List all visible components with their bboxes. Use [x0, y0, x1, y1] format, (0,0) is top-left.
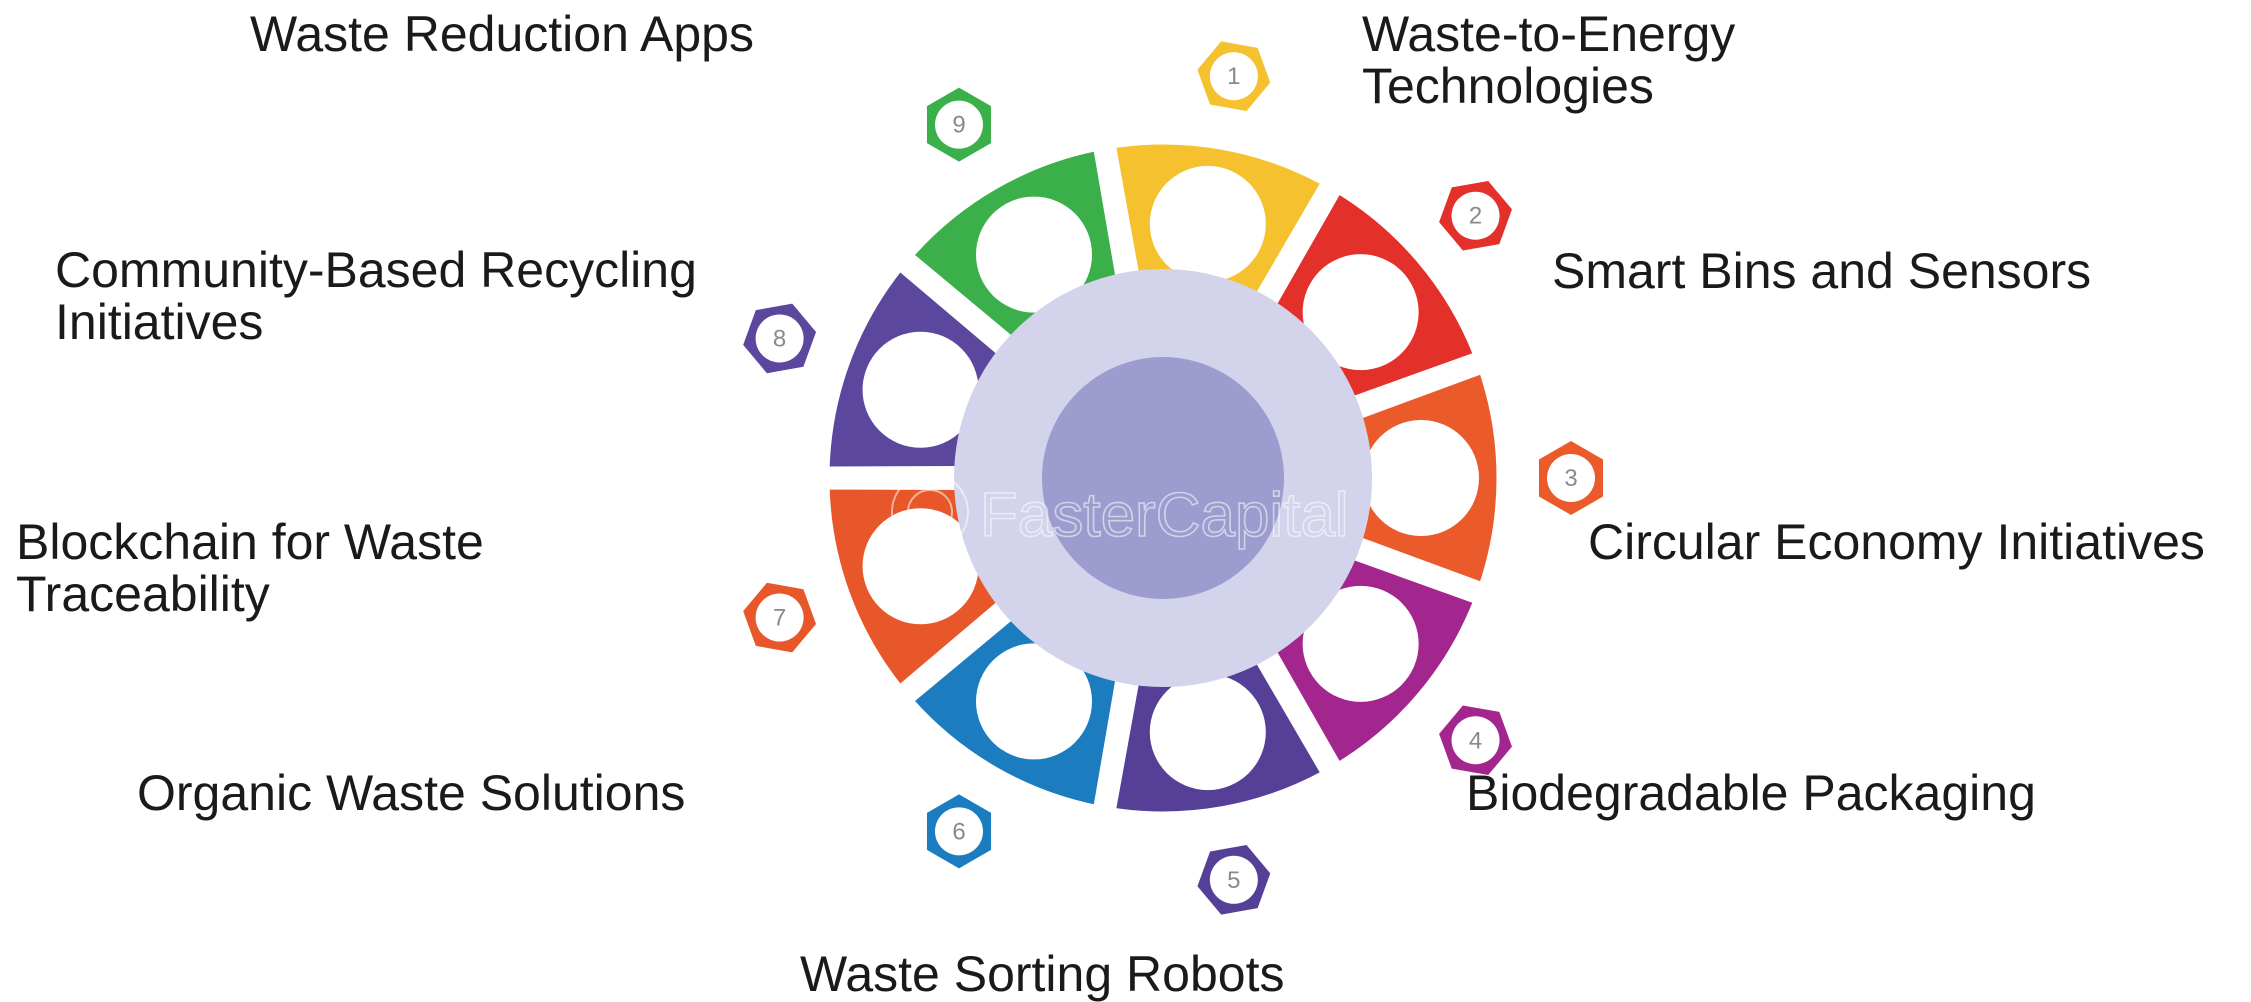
- number-label: 4: [1469, 727, 1482, 754]
- petal-3: 3: [1319, 371, 1604, 585]
- petal-hole: [862, 331, 979, 448]
- petal-hole: [1302, 254, 1419, 371]
- number-badge: [1547, 454, 1595, 502]
- number-label: 2: [1469, 203, 1482, 230]
- number-badge: [1209, 855, 1258, 904]
- label-item-9: Waste Reduction Apps: [250, 6, 754, 62]
- number-badge: [1451, 191, 1500, 240]
- petal-hole: [1302, 585, 1419, 702]
- label-item-7: Blockchain for Waste Traceability: [16, 514, 484, 622]
- petal-hole: [862, 508, 979, 625]
- number-label: 5: [1227, 867, 1240, 894]
- number-label: 6: [952, 818, 965, 845]
- label-item-8: Community-Based Recycling Initiatives: [55, 242, 697, 350]
- label-item-5: Waste Sorting Robots: [800, 946, 1285, 1002]
- label-item-6: Organic Waste Solutions: [137, 765, 686, 821]
- number-label: 3: [1564, 465, 1577, 492]
- label-item-3: Circular Economy Initiatives: [1588, 514, 2205, 570]
- petal-4: 4: [1253, 542, 1512, 776]
- number-badge: [1451, 716, 1500, 765]
- label-item-4: Biodegradable Packaging: [1466, 765, 2036, 821]
- number-badge: [935, 807, 983, 856]
- number-badge: [755, 593, 804, 642]
- petal-hole: [1149, 165, 1266, 282]
- label-item-2: Smart Bins and Sensors: [1552, 243, 2092, 299]
- petal-hole: [1363, 420, 1479, 536]
- number-badge: [935, 100, 983, 149]
- number-badge: [1209, 52, 1258, 101]
- petal-hole: [976, 643, 1092, 760]
- label-item-1: Waste-to-Energy Technologies: [1362, 6, 1736, 114]
- center-inner-circle: [1042, 357, 1284, 599]
- petal-group: 1 2 3 4 5 6 7 8 9: [743, 41, 1604, 915]
- number-badge: [755, 314, 804, 363]
- number-label: 8: [773, 325, 786, 352]
- number-label: 1: [1227, 63, 1240, 90]
- number-label: 7: [773, 605, 786, 632]
- watermark-logo-icon: [891, 473, 969, 551]
- watermark-text: FasterCapital: [980, 481, 1349, 550]
- petal-hole: [976, 196, 1092, 313]
- petal-hole: [1149, 674, 1266, 791]
- number-label: 9: [952, 112, 965, 139]
